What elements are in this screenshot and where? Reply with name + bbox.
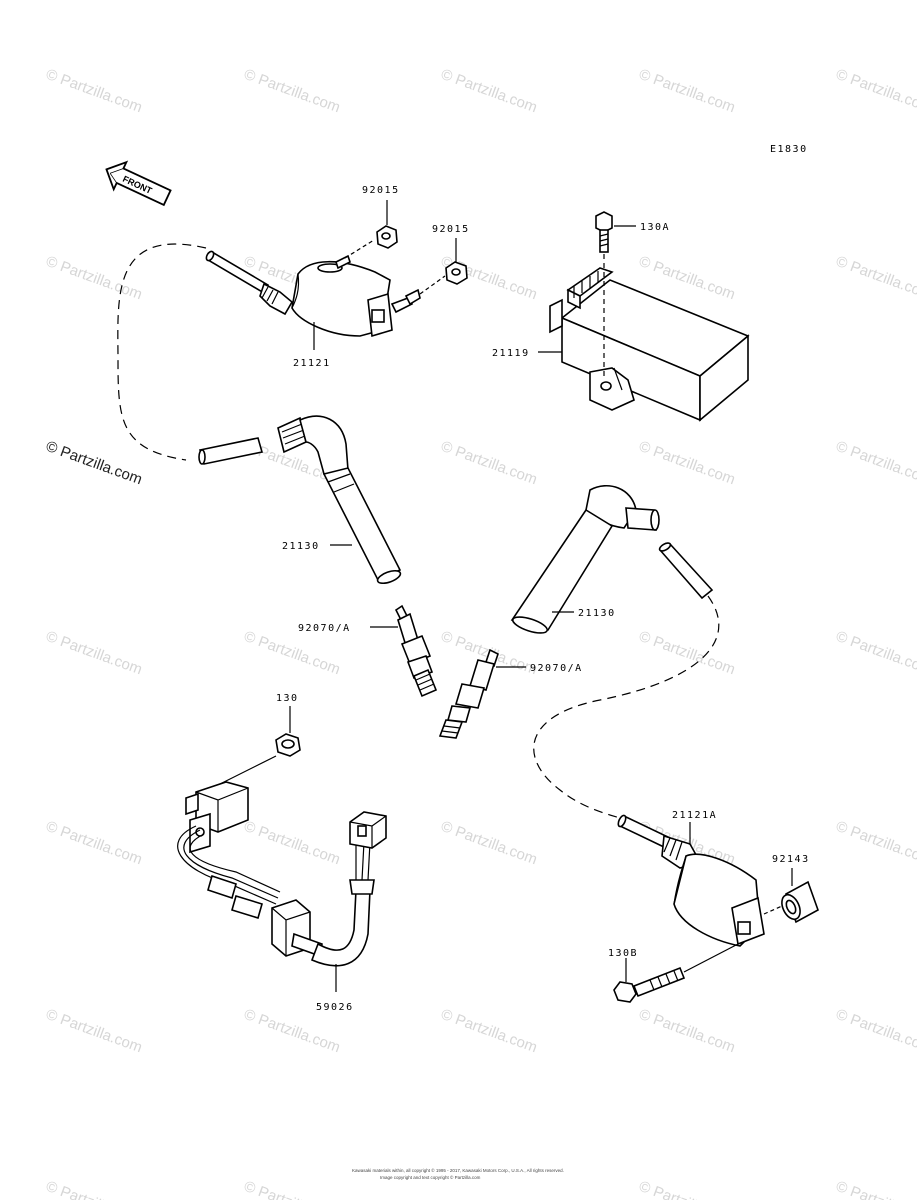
watermark: © Partzilla.com	[637, 628, 738, 679]
ht-lead-end-left	[198, 437, 264, 465]
leader-line	[344, 239, 375, 259]
sub-harness-59026	[177, 781, 387, 967]
watermark: © Partzilla.com	[834, 1178, 917, 1200]
bolt-130B	[613, 966, 686, 1003]
watermark-row-1: © Partzilla.com © Partzilla.com © Partzi…	[44, 66, 917, 117]
front-arrow-icon: FRONT	[105, 160, 172, 207]
watermark: © Partzilla.com	[44, 1006, 145, 1057]
watermark: © Partzilla.com	[637, 66, 738, 117]
watermark: © Partzilla.com	[834, 818, 917, 869]
callout-21130-right: 21130	[578, 608, 616, 619]
watermark: © Partzilla.com	[637, 438, 738, 489]
watermark: © Partzilla.com	[242, 628, 343, 679]
callout-92070-left: 92070/A	[298, 623, 351, 634]
callout-21121: 21121	[293, 358, 331, 369]
leader-line	[763, 905, 783, 915]
watermark: © Partzilla.com	[637, 1006, 738, 1057]
watermark-row-2: © Partzilla.com © Partzilla.com © Partzi…	[44, 253, 917, 304]
bolt-130A	[595, 211, 613, 253]
diagram-code: E1830	[770, 144, 808, 155]
callout-59026: 59026	[316, 1002, 354, 1013]
leader-line	[219, 755, 277, 785]
watermark-row-7: © Partzilla.com © Partzilla.com © Partzi…	[44, 1178, 917, 1200]
callout-92015-b: 92015	[432, 224, 470, 235]
ht-lead-path	[117, 243, 207, 461]
watermark-copyright: © Partzilla.com	[44, 438, 145, 489]
bolt-130	[275, 733, 301, 757]
footer-copyright-line-1: Kawasaki materials within, all copyright…	[352, 1167, 564, 1173]
callout-21119: 21119	[492, 348, 530, 359]
watermark: © Partzilla.com	[44, 1178, 145, 1200]
watermark: © Partzilla.com	[439, 1006, 540, 1057]
ht-lead-path	[533, 595, 720, 819]
ht-lead-end-right	[658, 542, 714, 600]
watermark: © Partzilla.com	[44, 253, 145, 304]
watermark: © Partzilla.com	[242, 818, 343, 869]
watermark: © Partzilla.com	[242, 66, 343, 117]
callout-21121A: 21121A	[672, 810, 717, 821]
igniter-unit-21119	[549, 267, 750, 422]
callout-21130-left: 21130	[282, 541, 320, 552]
collar-92143	[781, 880, 819, 924]
callout-130: 130	[276, 693, 299, 704]
nut-92015-a	[376, 225, 398, 249]
watermark: © Partzilla.com	[637, 1178, 738, 1200]
watermark: © Partzilla.com	[44, 818, 145, 869]
watermark: © Partzilla.com	[439, 66, 540, 117]
watermark-layer: © Partzilla.com © Partzilla.com © Partzi…	[44, 66, 917, 1200]
footer-copyright-line-2: Image copyright and text copyright © Par…	[380, 1174, 481, 1180]
watermark: © Partzilla.com	[834, 66, 917, 117]
callout-130B: 130B	[608, 948, 638, 959]
watermark: © Partzilla.com	[439, 438, 540, 489]
watermark: © Partzilla.com	[834, 628, 917, 679]
watermark-row-6: © Partzilla.com © Partzilla.com © Partzi…	[44, 1006, 917, 1057]
spark-plug-cap-21130-left	[277, 415, 402, 585]
ignition-coil-21121	[205, 250, 421, 338]
watermark: © Partzilla.com	[242, 1006, 343, 1057]
callout-92070-right: 92070/A	[530, 663, 583, 674]
callout-130A: 130A	[640, 222, 670, 233]
watermark: © Partzilla.com	[439, 818, 540, 869]
leader-line	[683, 943, 739, 973]
callout-92143: 92143	[772, 854, 810, 865]
callout-92015-a: 92015	[362, 185, 400, 196]
leader-line	[419, 275, 446, 295]
spark-plug-92070-right	[438, 648, 499, 739]
watermark: © Partzilla.com	[834, 253, 917, 304]
watermark: © Partzilla.com	[834, 438, 917, 489]
watermark: © Partzilla.com	[834, 1006, 917, 1057]
nut-92015-b	[445, 261, 468, 285]
spark-plug-cap-21130-right	[510, 485, 660, 634]
watermark: © Partzilla.com	[44, 628, 145, 679]
watermark: © Partzilla.com	[637, 253, 738, 304]
watermark: © Partzilla.com	[44, 66, 145, 117]
ignition-coil-21121A	[617, 814, 765, 947]
spark-plug-92070-left	[394, 604, 438, 698]
watermark-row-3: © Partzilla.com © Partzilla.com © Partzi…	[44, 438, 917, 489]
watermark: © Partzilla.com	[242, 1178, 343, 1200]
